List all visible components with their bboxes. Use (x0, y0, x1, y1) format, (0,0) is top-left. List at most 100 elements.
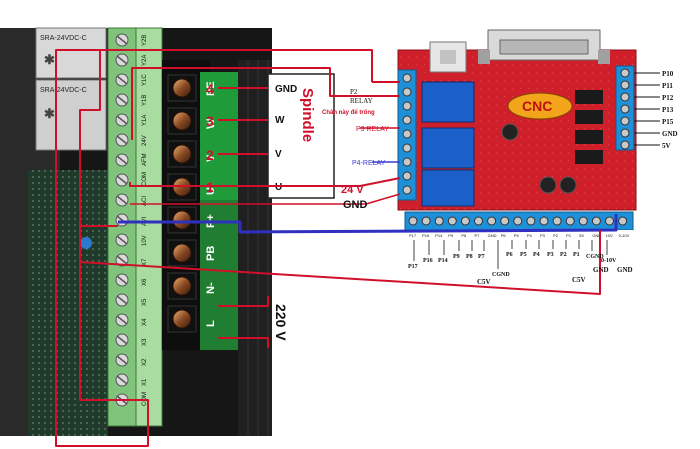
board-power-label: C5V (477, 278, 491, 286)
spindle-pin-w: W (275, 115, 285, 126)
board-bottom-pin-label: P5 (520, 252, 527, 258)
board-terminal-screw (620, 116, 630, 126)
control-terminal-label: 24V (142, 135, 148, 146)
board-bottom-pin-label: P7 (478, 254, 485, 260)
power-terminal-screw (172, 111, 192, 131)
control-terminal-label: X7 (142, 258, 148, 266)
screw-slot (116, 95, 128, 105)
board-terminal-screw (402, 73, 412, 83)
board-bottom-pin-label: P6 (506, 252, 513, 258)
board-bottom-silk-label: 0-10V (619, 233, 630, 238)
ic-chip (575, 90, 603, 104)
screw-slot (116, 355, 128, 365)
board-bottom-pin-label: P8 (466, 254, 473, 260)
board-terminal-screw (402, 185, 412, 195)
board-terminal-screw (402, 143, 412, 153)
board-bottom-pin-label: P9 (453, 254, 460, 260)
board-terminal-screw (402, 115, 412, 125)
board-terminal-screw (487, 216, 497, 226)
power-terminal-label: L (205, 320, 217, 327)
board-bottom-silk-label: P3 (540, 233, 546, 238)
vfd-drive: SRA-24VDC-C ✱ SRA-24VDC-C ✱ Y2BY2AY1CY1B… (0, 27, 272, 436)
board-bottom-silk-label: P16 (422, 233, 430, 238)
ic-chip (575, 110, 603, 124)
power-label-strip-top (200, 72, 238, 200)
power-terminal-screw (172, 276, 192, 296)
board-relay-1 (421, 81, 475, 123)
motor-number-3: 3 (206, 113, 214, 129)
power-terminal-label: PE (205, 81, 217, 96)
board-right-pin-label: 5V (662, 142, 671, 150)
relay-bottom: SRA-24VDC-C ✱ (35, 79, 107, 151)
usb-port (429, 41, 467, 73)
screw-slot (116, 195, 128, 205)
label-gnd: GND (343, 199, 368, 211)
screw-slot (116, 275, 128, 285)
power-terminal-screw (172, 144, 192, 164)
wires (55, 49, 618, 447)
board-bottom-pin-label: CGND (586, 254, 604, 260)
board-bottom-pin-label: P1 (573, 252, 580, 258)
board-terminal-screw (447, 216, 457, 226)
board-bottom-pin-label: P4 (533, 252, 540, 258)
board-terminal-screw (474, 216, 483, 226)
power-terminal-screw (172, 210, 192, 230)
screw-slot (116, 295, 128, 305)
power-terminal-label: N- (205, 282, 217, 294)
motor-number-1: 1 (206, 179, 214, 195)
power-terminal-screws (167, 74, 197, 333)
board-terminal-screw (620, 104, 630, 114)
board-bottom-silk-label: P7 (475, 233, 481, 238)
board-terminal-screw (620, 68, 630, 78)
board-bottom-silk-label: P9 (448, 233, 454, 238)
board-bottom-pin-label: P14 (438, 258, 448, 264)
power-terminal-label: PB (205, 246, 217, 261)
board-right-pin-label: P12 (662, 94, 674, 102)
cnc-logo-text: CNC (522, 98, 552, 114)
spindle-pin-gnd: GND (275, 84, 297, 95)
board-relay-2 (421, 127, 475, 169)
motor-number-4: 4 (206, 81, 214, 97)
board-terminal-screw (620, 92, 630, 102)
power-terminal-screw (172, 309, 192, 329)
board-bottom-silk-label: P1 (566, 233, 572, 238)
label-p2: P2 (350, 88, 358, 96)
label-p4-relay: P4-RELAY (352, 160, 386, 167)
board-terminal-screw (591, 216, 601, 226)
board-terminal-screw (421, 216, 431, 226)
board-bottom-silk-label: GND (592, 233, 601, 238)
board-terminal-screw (565, 216, 575, 226)
cnc-logo (507, 92, 573, 120)
label-relay: RELAY (350, 97, 373, 105)
board-terminal-screw (539, 216, 549, 226)
screw-slot (116, 375, 128, 385)
board-terminal-screw (552, 216, 562, 226)
power-terminal-screw (172, 78, 192, 98)
board-bottom-pin-label: CGND (492, 272, 510, 278)
svg-text:✱: ✱ (44, 106, 55, 121)
led-indicator (80, 237, 92, 249)
board-right-pin-label: P15 (662, 118, 674, 126)
screw-slot (116, 335, 128, 345)
board-terminal-screw (513, 216, 523, 226)
control-terminal-label: ACI (142, 196, 148, 206)
screw-slot (116, 315, 128, 325)
board-terminal-screw (402, 157, 412, 167)
board-right-pin-label: P10 (662, 70, 674, 78)
board-bottom-silk-label: P8 (461, 233, 467, 238)
control-terminal-label: Y2A (142, 55, 148, 66)
board-terminal-screw (460, 216, 470, 226)
screw-slot (116, 55, 128, 65)
screw-slot (116, 135, 128, 145)
board-right-pin-label: GND (662, 130, 678, 138)
spindle-title: Spindle (299, 88, 316, 142)
board-bottom-silk-label: P5 (514, 233, 520, 238)
ic-chip (575, 150, 603, 164)
power-terminal-label: U (205, 187, 217, 195)
svg-text:✱: ✱ (44, 52, 55, 67)
capacitor (539, 176, 557, 194)
control-terminal-label: Y1C (142, 74, 148, 86)
screw-slot (116, 115, 128, 125)
